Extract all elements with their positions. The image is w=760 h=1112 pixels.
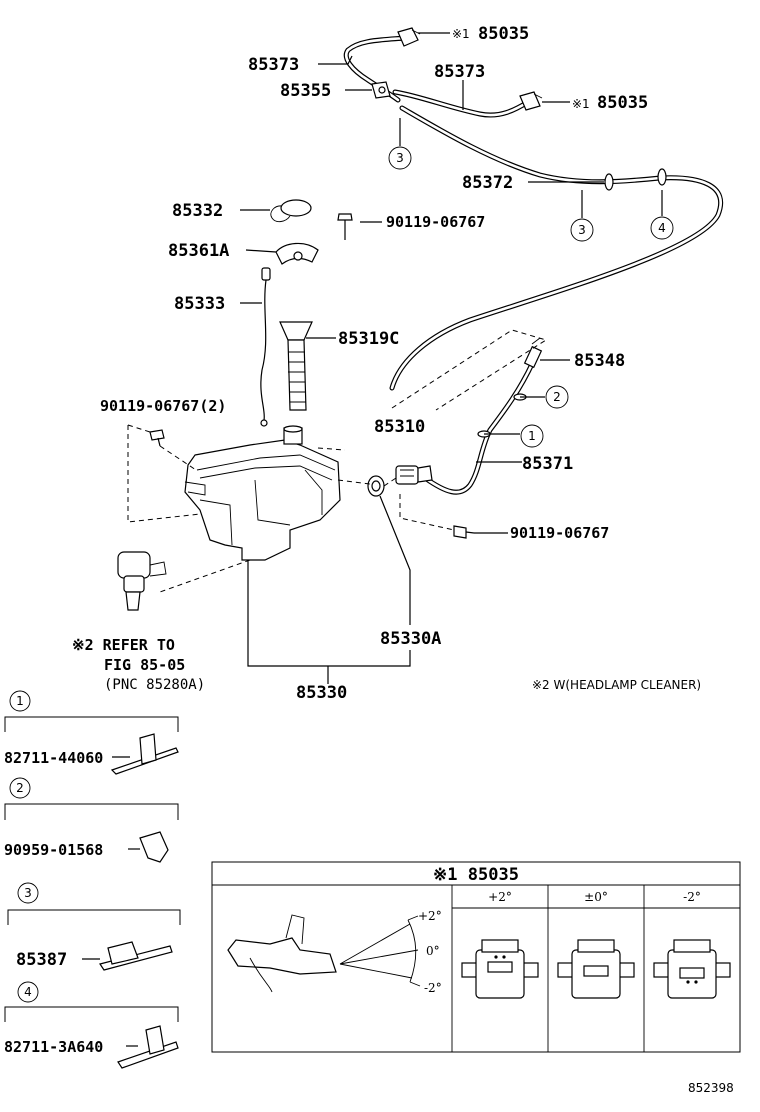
nozzle-front-minus-2 <box>653 939 731 999</box>
label-85333: 85333 <box>174 294 225 314</box>
washer-nozzle-top <box>397 27 421 47</box>
svg-text:3: 3 <box>24 886 32 900</box>
clip-legend-1: 1 82711-44060 <box>4 690 179 775</box>
figure-id: 852398 <box>688 1081 734 1095</box>
mark-1-right: ※1 <box>572 97 590 111</box>
label-85330: 85330 <box>296 683 347 703</box>
headlamp-cleaner-note: ※2 W(HEADLAMP CLEANER) <box>532 678 701 692</box>
circle-ref-2: 2 <box>545 385 569 409</box>
label-85361a: 85361A <box>168 241 229 261</box>
angle-plus-2: +2° <box>418 909 442 923</box>
label-85035-top: 85035 <box>478 24 529 44</box>
washer-tank-85330 <box>184 425 341 561</box>
angle-minus-2: -2° <box>424 981 442 995</box>
nozzle-front-plus-2 <box>461 939 539 999</box>
label-85330a: 85330A <box>380 629 441 649</box>
svg-text:82711-44060: 82711-44060 <box>4 749 103 767</box>
nozzle-detail-box: ※1 85035 +2° ±0° -2° +2° 0° -2° <box>211 861 741 1053</box>
col-plus-2: +2° <box>488 890 512 904</box>
label-85319c: 85319C <box>338 329 399 349</box>
label-90119-left: 90119-06767(2) <box>100 397 226 415</box>
refer-line-3: (PNC 85280A) <box>104 677 205 693</box>
bolt-90119-right <box>453 525 475 539</box>
circle-ref-1: 1 <box>520 424 544 448</box>
level-gauge-85333 <box>260 267 271 427</box>
circle-ref-4: 4 <box>650 216 674 240</box>
dashed-lines <box>127 329 548 593</box>
svg-text:1: 1 <box>16 694 24 708</box>
bolt-90119-top <box>337 213 353 240</box>
label-90119-top: 90119-06767 <box>386 213 485 231</box>
svg-text:1: 1 <box>528 429 536 443</box>
washer-pump-85310 <box>395 465 433 485</box>
svg-text:4: 4 <box>24 985 32 999</box>
svg-text:2: 2 <box>16 781 24 795</box>
svg-text:82711-3A640: 82711-3A640 <box>4 1038 103 1056</box>
hose-clamp <box>657 168 667 186</box>
bracket-85361a <box>275 242 319 265</box>
svg-text:2: 2 <box>553 390 561 404</box>
label-85371: 85371 <box>522 454 573 474</box>
clip-legend-3: 3 85387 <box>7 882 181 971</box>
hose-85371 <box>422 359 536 495</box>
headlamp-cleaner-pump <box>117 551 167 611</box>
label-85310: 85310 <box>374 417 425 437</box>
svg-text:3: 3 <box>396 151 404 165</box>
col-zero: ±0° <box>584 890 608 904</box>
hose-clamp <box>604 173 614 191</box>
check-valve-85348 <box>523 337 543 369</box>
label-85348: 85348 <box>574 351 625 371</box>
label-85332: 85332 <box>172 201 223 221</box>
label-85373-right: 85373 <box>434 62 485 82</box>
svg-text:90959-01568: 90959-01568 <box>4 841 103 859</box>
circle-ref-3-b: 3 <box>570 218 594 242</box>
label-85372: 85372 <box>462 173 513 193</box>
hose-joint-85355 <box>371 81 391 99</box>
mark-1-top: ※1 <box>452 27 470 41</box>
hose-85372 <box>389 105 724 391</box>
refer-line-2: FIG 85-05 <box>104 656 185 674</box>
col-minus-2: -2° <box>683 890 701 904</box>
detail-title: ※1 85035 <box>433 865 519 885</box>
label-85035-right: 85035 <box>597 93 648 113</box>
svg-text:85387: 85387 <box>16 950 67 970</box>
label-85355: 85355 <box>280 81 331 101</box>
bolt-90119-left <box>149 429 165 447</box>
refer-line-1: ※2 REFER TO <box>72 636 175 654</box>
nozzle-side-view <box>227 914 421 993</box>
svg-text:3: 3 <box>578 223 586 237</box>
clip-legend-2: 2 90959-01568 <box>4 777 179 863</box>
leader-lines <box>240 32 663 684</box>
tank-cap-85332 <box>270 199 312 223</box>
hose-85373-right <box>392 89 531 118</box>
clip-drawing <box>139 831 169 863</box>
clip-legend-4: 4 82711-3A640 <box>4 981 179 1069</box>
inlet-pipe-85319c <box>279 321 313 411</box>
svg-text:4: 4 <box>658 221 666 235</box>
grommet-85330a <box>367 475 385 497</box>
label-90119-right: 90119-06767 <box>510 524 609 542</box>
angle-zero: 0° <box>426 944 440 958</box>
circle-ref-3-a: 3 <box>388 146 412 170</box>
nozzle-front-zero <box>557 939 635 999</box>
washer-nozzle-right <box>519 91 543 111</box>
label-85373-left: 85373 <box>248 55 299 75</box>
